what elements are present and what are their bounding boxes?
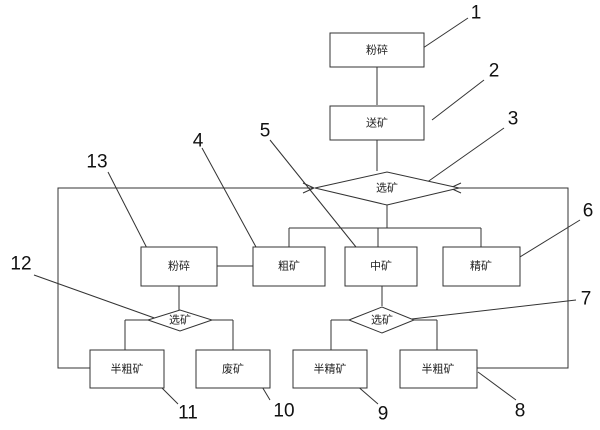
box-crush-top — [329, 32, 425, 68]
box-coarse — [252, 246, 326, 287]
label-crush-left: 粉碎 — [168, 259, 190, 273]
label-coarse: 粗矿 — [278, 260, 300, 273]
callout-13: 13 — [86, 152, 107, 173]
leader-5 — [269, 139, 361, 253]
box-semi-coarse-left — [89, 349, 165, 389]
box-crush-left — [140, 246, 218, 287]
callout-2: 2 — [489, 61, 500, 82]
callout-10: 10 — [273, 401, 294, 422]
diamond-sort-right — [347, 306, 416, 334]
callout-6: 6 — [583, 201, 594, 222]
callout-4: 4 — [193, 131, 204, 152]
box-medium — [344, 246, 418, 287]
leader-8 — [477, 371, 517, 401]
label-semi-fine: 半精矿 — [314, 362, 347, 376]
callout-3: 3 — [508, 109, 519, 130]
label-waste: 废矿 — [222, 362, 244, 376]
callout-7: 7 — [581, 289, 592, 310]
callout-8: 8 — [515, 401, 526, 422]
box-semi-coarse-right — [399, 349, 478, 389]
label-convey: 送矿 — [366, 116, 388, 130]
callout-11: 11 — [178, 403, 198, 424]
box-waste — [195, 349, 271, 389]
label-fine: 精矿 — [470, 260, 492, 273]
leader-2 — [431, 79, 485, 121]
return-loop-right — [450, 187, 569, 369]
label-sort-main: 选矿 — [376, 182, 398, 195]
callout-1: 1 — [471, 3, 482, 24]
label-sort-left: 选矿 — [169, 314, 191, 327]
label-medium: 中矿 — [370, 260, 392, 273]
callout-5: 5 — [260, 121, 271, 142]
diamond-sort-left — [146, 309, 214, 332]
leader-7 — [402, 299, 577, 321]
label-crush-top: 粉碎 — [366, 43, 388, 57]
leader-3 — [415, 127, 505, 191]
return-loop-left — [57, 187, 313, 369]
leader-1 — [419, 17, 469, 51]
box-convey — [329, 105, 425, 141]
leader-4 — [201, 147, 263, 259]
box-semi-fine — [292, 349, 368, 389]
label-sort-right: 选矿 — [371, 314, 393, 327]
diamond-sort-main — [314, 171, 460, 206]
callout-12: 12 — [10, 254, 31, 275]
leader-12 — [33, 274, 161, 321]
label-semi-coarse-right: 半粗矿 — [422, 362, 455, 376]
label-semi-coarse-left: 半粗矿 — [111, 362, 144, 376]
box-fine — [442, 246, 521, 287]
return-arrow-left — [302, 182, 316, 194]
leader-13 — [107, 171, 153, 259]
callout-9: 9 — [378, 404, 389, 425]
